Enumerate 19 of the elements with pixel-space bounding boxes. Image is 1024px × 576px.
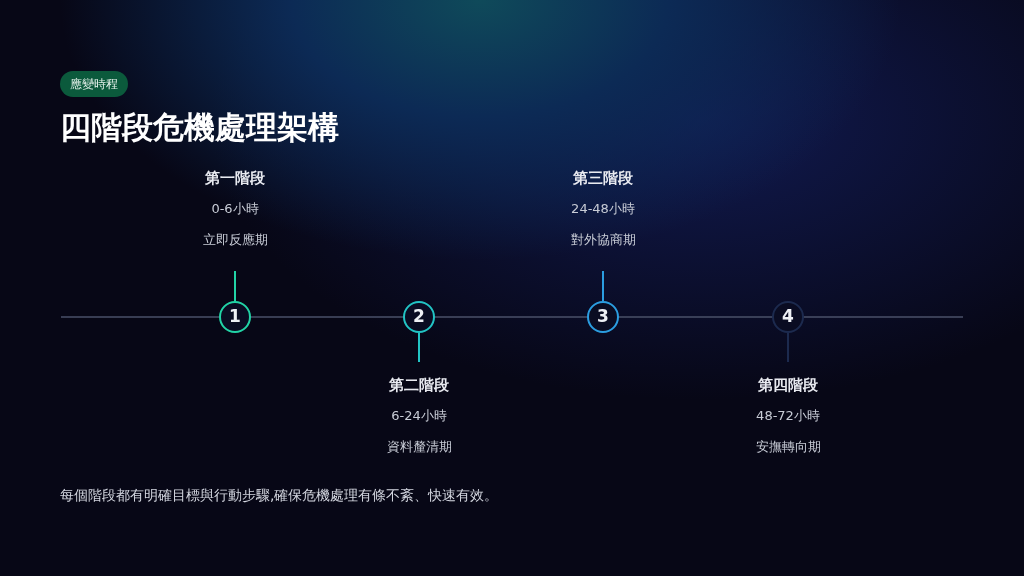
stage-duration: 0-6小時 — [211, 200, 259, 218]
stage-name: 立即反應期 — [202, 231, 268, 249]
caption: 每個階段都有明確目標與行動步驟,確保危機處理有條不紊、快速有效。 — [60, 486, 499, 505]
stage-heading: 第二階段 — [389, 375, 449, 395]
stage-name: 安撫轉向期 — [755, 438, 821, 456]
title: 四階段危機處理架構 — [60, 108, 339, 147]
connector-line — [787, 332, 789, 363]
stage-heading: 第三階段 — [573, 168, 633, 188]
stage-name: 對外協商期 — [570, 231, 636, 249]
stage-heading: 第一階段 — [205, 168, 265, 188]
tag-badge: 應變時程 — [60, 71, 128, 97]
connector-line — [418, 332, 420, 363]
stage-name: 資料釐清期 — [386, 438, 452, 456]
connector-line — [602, 270, 604, 302]
stage-duration: 48-72小時 — [756, 407, 820, 425]
connector-line — [234, 270, 236, 302]
stage-duration: 24-48小時 — [571, 200, 635, 218]
stage-duration: 6-24小時 — [391, 407, 447, 425]
stage-heading: 第四階段 — [758, 375, 818, 395]
